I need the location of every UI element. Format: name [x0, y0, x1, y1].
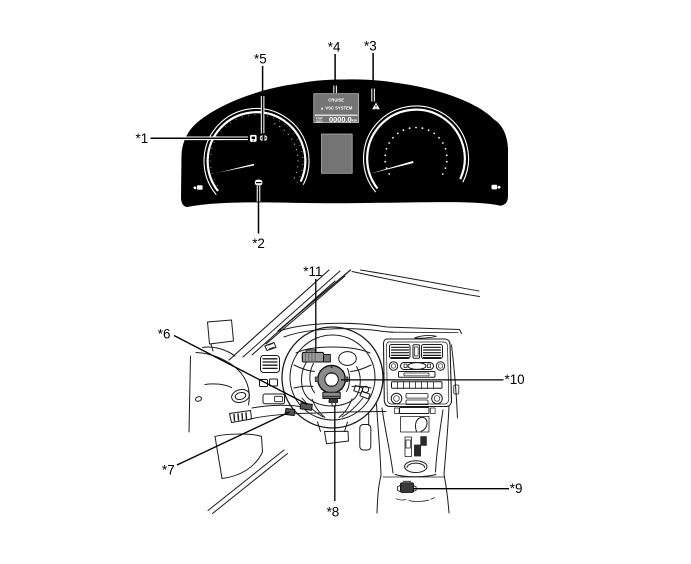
- svg-text:ODO: ODO: [316, 119, 324, 123]
- svg-text:*5: *5: [254, 51, 267, 66]
- svg-text:km: km: [352, 118, 358, 123]
- svg-text:*3: *3: [364, 39, 377, 54]
- svg-text:TRIP: TRIP: [316, 116, 323, 120]
- svg-text:0000.0: 0000.0: [329, 115, 352, 124]
- svg-text:*9: *9: [510, 481, 523, 496]
- svg-text:▲ VSC SYSTEM: ▲ VSC SYSTEM: [320, 106, 353, 111]
- svg-text:*2: *2: [252, 236, 265, 251]
- svg-text:*6: *6: [158, 327, 171, 342]
- svg-text:*7: *7: [162, 463, 175, 478]
- svg-text:*11: *11: [303, 264, 322, 279]
- svg-text:*4: *4: [328, 39, 341, 54]
- svg-text:*8: *8: [327, 504, 340, 519]
- svg-text:CRUISE: CRUISE: [328, 98, 344, 103]
- svg-text:*1: *1: [136, 131, 149, 146]
- svg-text:*10: *10: [505, 372, 525, 387]
